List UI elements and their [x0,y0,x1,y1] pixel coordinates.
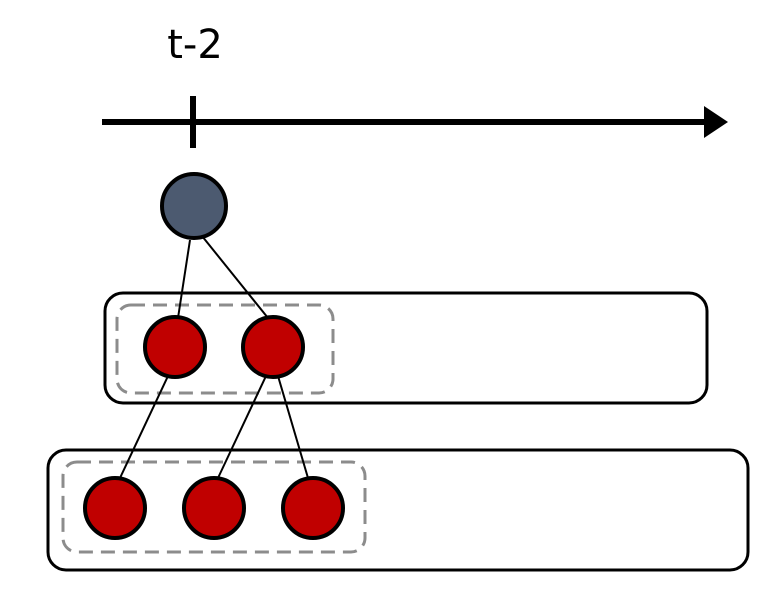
edge-upper-right-to-lower-middle [217,375,267,479]
lower-node-right [281,476,345,540]
upper-node-right [241,315,305,379]
timeline-arrowhead [704,106,728,138]
timeline-tick-label: t-2 [167,22,223,68]
edge-root-to-upper-left [177,239,191,319]
lower-node-middle [182,476,246,540]
edge-root-to-upper-right [201,235,269,319]
edge-upper-right-to-lower-right [277,375,309,479]
upper-node-left [143,315,207,379]
root-node [160,172,228,240]
lower-node-group [61,460,367,554]
edge-upper-left-to-lower-left [119,375,169,479]
lower-node-left [83,476,147,540]
upper-node-group [115,303,335,395]
